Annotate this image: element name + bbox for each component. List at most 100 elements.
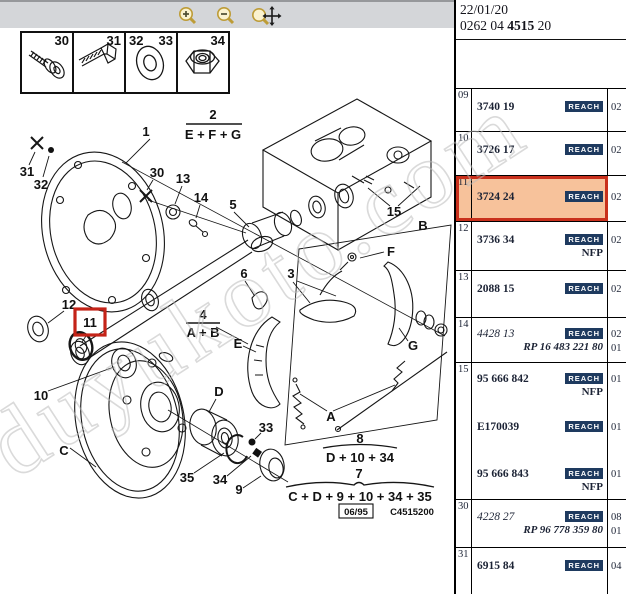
header-ref-suffix: 20: [534, 18, 552, 33]
row-index: 12: [456, 222, 472, 270]
zoom-in-button[interactable]: [176, 5, 202, 27]
callout-D: D: [214, 384, 223, 399]
part-number[interactable]: 6915 84: [477, 560, 515, 572]
quantity-secondary: 01: [611, 343, 622, 354]
part-number[interactable]: 95 666 843: [477, 468, 529, 480]
document-header: 22/01/20 0262 04 4515 20: [456, 0, 626, 40]
table-row-14[interactable]: 14 4428 13 REACH RP 16 483 221 80 02 01: [456, 318, 626, 363]
reach-badge[interactable]: REACH: [565, 511, 603, 522]
strip-cell-31: 31: [72, 31, 126, 94]
reach-badge[interactable]: REACH: [565, 328, 603, 339]
quantity: 02: [607, 89, 626, 131]
strip-label-33: 33: [158, 33, 173, 48]
callout-F: F: [387, 244, 395, 259]
strip-cell-34: 34: [176, 31, 230, 94]
row-index: 10: [456, 132, 472, 175]
table-row-13[interactable]: 13 2088 15 REACH 02: [456, 271, 626, 318]
reach-badge[interactable]: REACH: [565, 560, 603, 571]
zoom-pan-button[interactable]: [250, 5, 282, 27]
part-note: NFP: [581, 481, 603, 493]
zoom-out-button[interactable]: [214, 5, 240, 27]
row-index: 14: [456, 318, 472, 362]
strip-cell-32-33: 32 33: [124, 31, 178, 94]
bolt-position-markers: [30, 136, 153, 203]
strip-label-34: 34: [210, 33, 225, 48]
reach-badge[interactable]: REACH: [565, 468, 603, 479]
table-row-11-selected[interactable]: 11 3724 24 REACH 02: [456, 176, 626, 222]
row-index: 15: [456, 363, 472, 499]
callout-32: 32: [34, 177, 48, 192]
part-number[interactable]: 95 666 842: [477, 373, 529, 385]
highlighted-callout-11[interactable]: 11: [73, 307, 107, 337]
replacement-part-number: RP 96 778 359 80: [523, 524, 603, 536]
spring-parts: [292, 351, 448, 433]
callout-8: 8: [356, 431, 363, 446]
part-number[interactable]: 3726 17: [477, 144, 515, 156]
table-row-12[interactable]: 12 3736 34 REACH NFP 02: [456, 222, 626, 271]
callout-11[interactable]: 11: [83, 315, 97, 330]
callout-labels: 1 2 E + F + G 31 32 30 13 14 5 15 B F 6 …: [20, 107, 432, 504]
wheel-cylinder-part: [241, 209, 302, 253]
toolbar: [0, 0, 455, 28]
table-row-31[interactable]: 31 6915 84 REACH 04: [456, 548, 626, 594]
fastener-strip: 30 31: [20, 31, 230, 94]
table-row-09[interactable]: 09 3740 19 REACH 02: [456, 89, 626, 132]
brake-shoe-parts: [247, 261, 414, 409]
reach-badge[interactable]: REACH: [565, 191, 603, 202]
quantity: 02: [611, 329, 622, 340]
reach-badge[interactable]: REACH: [565, 234, 603, 245]
part-number[interactable]: 2088 15: [477, 283, 515, 295]
callout-31: 31: [20, 164, 34, 179]
part-number[interactable]: 3736 34: [477, 234, 515, 246]
table-row-15[interactable]: 15 95 666 842 REACH NFP E170039 REACH 95…: [456, 363, 626, 500]
callout-34: 34: [213, 472, 228, 487]
part-note: NFP: [581, 247, 603, 259]
callout-B: B: [418, 218, 427, 233]
part-number[interactable]: 4228 27: [477, 511, 515, 523]
diagram-footer: 06/95 C4515200: [338, 503, 434, 519]
part-note: NFP: [581, 386, 603, 398]
callout-13: 13: [176, 171, 190, 186]
callout-10: 10: [34, 388, 48, 403]
table-row-30[interactable]: 30 4228 27 REACH RP 96 778 359 80 08 01: [456, 500, 626, 548]
reach-badge[interactable]: REACH: [565, 373, 603, 384]
callout-30: 30: [150, 165, 164, 180]
part-number[interactable]: 3724 24: [477, 191, 515, 203]
callout-15: 15: [387, 204, 401, 219]
washer-icon: [135, 45, 165, 81]
quantity: 02: [607, 176, 626, 221]
diagram-linework: [27, 98, 452, 499]
nut-icon: [185, 49, 220, 74]
zoom-in-icon: [179, 7, 197, 25]
row-index: 31: [456, 548, 472, 594]
strip-cell-30: 30: [20, 31, 74, 94]
backplate-part: [41, 151, 165, 313]
replacement-part-number: RP 16 483 221 80: [523, 341, 603, 353]
part-number[interactable]: 3740 19: [477, 101, 515, 113]
strip-label-31: 31: [106, 33, 121, 48]
quantity: 08: [611, 512, 622, 523]
part-number[interactable]: 4428 13: [477, 328, 515, 340]
quantity: 01: [611, 469, 622, 480]
axle-tube-part: [70, 239, 253, 366]
callout-9: 9: [235, 482, 242, 497]
part-number[interactable]: E170039: [477, 421, 520, 433]
brake-drum-part: [74, 341, 187, 499]
figure-code: C4515200: [390, 507, 434, 518]
revision-date: 06/95: [344, 507, 368, 518]
reach-badge[interactable]: REACH: [565, 283, 603, 294]
callout-3: 3: [287, 266, 294, 281]
callout-6: 6: [240, 266, 247, 281]
callout-G: G: [408, 338, 418, 353]
reach-badge[interactable]: REACH: [565, 421, 603, 432]
header-date: 22/01/20: [460, 2, 509, 17]
row-index: 09: [456, 89, 472, 131]
reach-badge[interactable]: REACH: [565, 101, 603, 112]
header-reference: 0262 04 4515 20: [460, 18, 626, 34]
table-row-10[interactable]: 10 3726 17 REACH 02: [456, 132, 626, 176]
reach-badge[interactable]: REACH: [565, 144, 603, 155]
bearing-part: [189, 408, 239, 457]
callout-7: 7: [355, 466, 362, 481]
group-formula-4: A + B: [186, 325, 219, 340]
